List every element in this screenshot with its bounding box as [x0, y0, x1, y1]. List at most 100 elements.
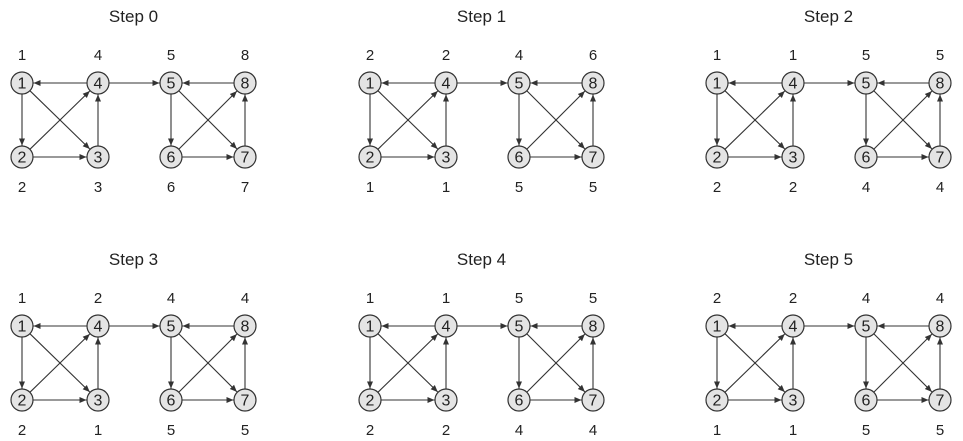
step-title: Step 1 — [457, 7, 506, 26]
edge-arrow — [526, 333, 586, 393]
node-value-label: 5 — [167, 422, 175, 439]
node-value-label: 5 — [936, 422, 944, 439]
node-value-label: 2 — [442, 47, 450, 64]
edge-arrow — [29, 90, 91, 150]
node-id-label: 2 — [18, 393, 27, 410]
node-id-label: 1 — [366, 76, 375, 93]
node-value-label: 1 — [713, 422, 721, 439]
node-id-label: 5 — [515, 319, 524, 336]
node-value-label: 1 — [366, 290, 374, 307]
graph-node — [86, 314, 110, 338]
graph-node — [358, 314, 382, 338]
graph-node — [233, 314, 257, 338]
node-value-label: 4 — [862, 179, 870, 196]
node-id-label: 5 — [515, 76, 524, 93]
graph-node — [434, 71, 458, 95]
node-value-label: 2 — [94, 290, 102, 307]
node-id-label: 2 — [18, 150, 27, 167]
node-value-label: 6 — [167, 179, 175, 196]
node-value-label: 2 — [713, 290, 721, 307]
graph-node — [581, 71, 605, 95]
graph-node — [434, 145, 458, 169]
graph-node — [159, 145, 183, 169]
node-id-label: 2 — [713, 393, 722, 410]
node-id-label: 1 — [366, 319, 375, 336]
graph-node — [159, 71, 183, 95]
graph-node — [705, 71, 729, 95]
node-id-label: 3 — [94, 150, 103, 167]
step-title: Step 5 — [804, 250, 853, 269]
node-value-label: 4 — [936, 179, 944, 196]
graph-node — [159, 388, 183, 412]
node-id-label: 3 — [442, 393, 451, 410]
graph-node — [705, 314, 729, 338]
graph-node — [434, 314, 458, 338]
graph-node — [233, 71, 257, 95]
graph-node — [358, 145, 382, 169]
node-value-label: 4 — [515, 47, 523, 64]
graph-node — [86, 388, 110, 412]
node-value-label: 2 — [789, 290, 797, 307]
graph-node — [86, 145, 110, 169]
edge-arrow — [377, 90, 439, 150]
node-id-label: 6 — [515, 150, 524, 167]
edge-arrow — [724, 90, 786, 150]
graph-node — [705, 388, 729, 412]
node-value-label: 4 — [515, 422, 523, 439]
node-value-label: 4 — [241, 290, 249, 307]
node-id-label: 2 — [366, 150, 375, 167]
graph-node — [928, 314, 952, 338]
graph-node — [233, 388, 257, 412]
node-id-label: 8 — [241, 319, 250, 336]
node-id-label: 4 — [789, 319, 798, 336]
node-id-label: 5 — [862, 319, 871, 336]
node-id-label: 6 — [167, 393, 176, 410]
node-value-label: 1 — [94, 422, 102, 439]
graph-node — [928, 388, 952, 412]
node-value-label: 4 — [167, 290, 175, 307]
graph-node — [854, 145, 878, 169]
graph-node — [781, 71, 805, 95]
node-value-label: 8 — [241, 47, 249, 64]
node-value-label: 2 — [366, 422, 374, 439]
node-id-label: 6 — [515, 393, 524, 410]
graph-node — [854, 388, 878, 412]
graph-node — [358, 71, 382, 95]
node-id-label: 8 — [241, 76, 250, 93]
step-title: Step 2 — [804, 7, 853, 26]
node-id-label: 3 — [442, 150, 451, 167]
graph-node — [507, 145, 531, 169]
graph-node — [358, 388, 382, 412]
node-id-label: 3 — [94, 393, 103, 410]
graph-node — [434, 388, 458, 412]
node-value-label: 6 — [589, 47, 597, 64]
node-id-label: 3 — [789, 393, 798, 410]
node-value-label: 5 — [862, 47, 870, 64]
node-value-label: 1 — [713, 47, 721, 64]
node-value-label: 5 — [515, 290, 523, 307]
node-id-label: 4 — [94, 319, 103, 336]
graph-node — [507, 314, 531, 338]
node-value-label: 3 — [94, 179, 102, 196]
node-id-label: 3 — [789, 150, 798, 167]
graph-node — [86, 71, 110, 95]
node-id-label: 8 — [589, 76, 598, 93]
node-id-label: 7 — [936, 150, 945, 167]
node-id-label: 4 — [789, 76, 798, 93]
node-id-label: 6 — [862, 150, 871, 167]
node-value-label: 1 — [789, 422, 797, 439]
node-value-label: 4 — [94, 47, 102, 64]
node-id-label: 4 — [442, 319, 451, 336]
node-value-label: 5 — [167, 47, 175, 64]
graph-node — [581, 388, 605, 412]
node-value-label: 1 — [366, 179, 374, 196]
node-id-label: 2 — [366, 393, 375, 410]
node-value-label: 1 — [789, 47, 797, 64]
node-value-label: 1 — [442, 290, 450, 307]
node-value-label: 2 — [713, 179, 721, 196]
edge-arrow — [377, 333, 439, 393]
